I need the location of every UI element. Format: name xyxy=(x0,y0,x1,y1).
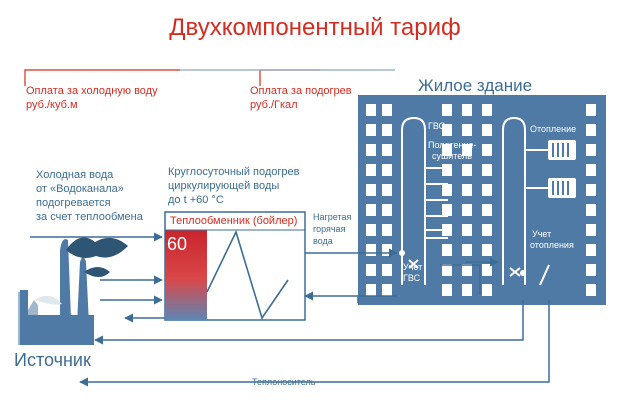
heating-payment-unit: руб./Гкал xyxy=(250,99,298,111)
building-pipes xyxy=(401,116,550,286)
window xyxy=(586,244,596,256)
cold-water-label-1: Холодная вода xyxy=(36,169,114,181)
window xyxy=(382,184,392,196)
window xyxy=(586,184,596,196)
window xyxy=(462,284,472,296)
heating-meter-label-2: отопления xyxy=(530,240,574,250)
window xyxy=(366,244,376,256)
radiators xyxy=(399,140,576,276)
cold-water-payment-label: Оплата за холодную воду xyxy=(26,85,158,97)
window xyxy=(462,144,472,156)
window xyxy=(482,184,492,196)
window xyxy=(462,224,472,236)
window xyxy=(366,204,376,216)
window xyxy=(366,224,376,236)
heating-meter-label-1: Учет xyxy=(532,229,552,239)
window xyxy=(462,124,472,136)
cold-water-label-4: за счет теплообмена xyxy=(36,211,143,223)
window xyxy=(366,184,376,196)
window xyxy=(586,204,596,216)
cold-water-label-2: от «Водоканала» xyxy=(36,183,124,195)
gvs-meter-label-2: ГВС xyxy=(403,273,421,283)
temperature-value: 60 xyxy=(167,234,188,254)
window xyxy=(366,144,376,156)
window xyxy=(482,284,492,296)
window xyxy=(462,164,472,176)
heated-water-label-2: горячая xyxy=(313,224,346,234)
window xyxy=(382,164,392,176)
window xyxy=(382,244,392,256)
circulation-label-3: до t +60 °C xyxy=(168,194,224,206)
window xyxy=(442,204,452,216)
window xyxy=(586,224,596,236)
window xyxy=(366,104,376,116)
window xyxy=(442,164,452,176)
window xyxy=(462,264,472,276)
heat-exchanger-label: Теплообменник (бойлер) xyxy=(170,215,298,227)
window xyxy=(586,284,596,296)
window xyxy=(482,104,492,116)
window xyxy=(442,124,452,136)
window xyxy=(382,224,392,236)
building-label: Жилое здание xyxy=(418,76,533,95)
window xyxy=(366,124,376,136)
window xyxy=(382,124,392,136)
window xyxy=(366,264,376,276)
window xyxy=(482,244,492,256)
pipes xyxy=(30,232,550,387)
window xyxy=(482,204,492,216)
window xyxy=(382,284,392,296)
window xyxy=(382,264,392,276)
cold-water-payment-unit: руб./куб.м xyxy=(26,99,78,111)
window xyxy=(366,284,376,296)
page-title: Двухкомпонентный тариф xyxy=(169,14,461,41)
gvs-label: ГВС xyxy=(428,121,446,131)
window xyxy=(442,184,452,196)
window xyxy=(586,264,596,276)
payment-brackets xyxy=(24,69,395,86)
factory-icon xyxy=(18,237,128,345)
window xyxy=(462,244,472,256)
window xyxy=(482,264,492,276)
gvs-meter-label-1: Учет xyxy=(403,262,423,272)
circulation-label-2: циркулирующей воды xyxy=(168,180,280,192)
window xyxy=(442,144,452,156)
window xyxy=(482,164,492,176)
window xyxy=(482,224,492,236)
heat-exchanger xyxy=(164,211,306,321)
source-label: Источник xyxy=(14,350,91,370)
window xyxy=(366,164,376,176)
window xyxy=(462,204,472,216)
window xyxy=(586,124,596,136)
window xyxy=(462,104,472,116)
heating-payment-label: Оплата за подогрев xyxy=(250,85,352,97)
circulation-label-1: Круглосуточный подогрев xyxy=(168,166,300,178)
window xyxy=(442,244,452,256)
heated-water-label-3: вода xyxy=(313,236,333,246)
window xyxy=(382,144,392,156)
window xyxy=(382,104,392,116)
heated-water-label-1: Нагретая xyxy=(313,212,352,222)
coolant-label: Теплоноситель xyxy=(252,377,316,387)
building xyxy=(358,95,606,305)
towel-dryer-label-2: сушитель xyxy=(432,151,472,161)
window xyxy=(462,184,472,196)
window xyxy=(442,284,452,296)
window xyxy=(586,164,596,176)
window xyxy=(442,104,452,116)
window xyxy=(382,204,392,216)
window xyxy=(586,104,596,116)
cold-water-label-3: подогревается xyxy=(36,197,111,209)
heating-label: Отопление xyxy=(530,124,577,134)
window xyxy=(482,144,492,156)
window xyxy=(482,124,492,136)
towel-dryer-label-1: Полотенце- xyxy=(428,140,477,150)
window xyxy=(442,264,452,276)
window xyxy=(586,144,596,156)
building-windows xyxy=(366,104,596,296)
